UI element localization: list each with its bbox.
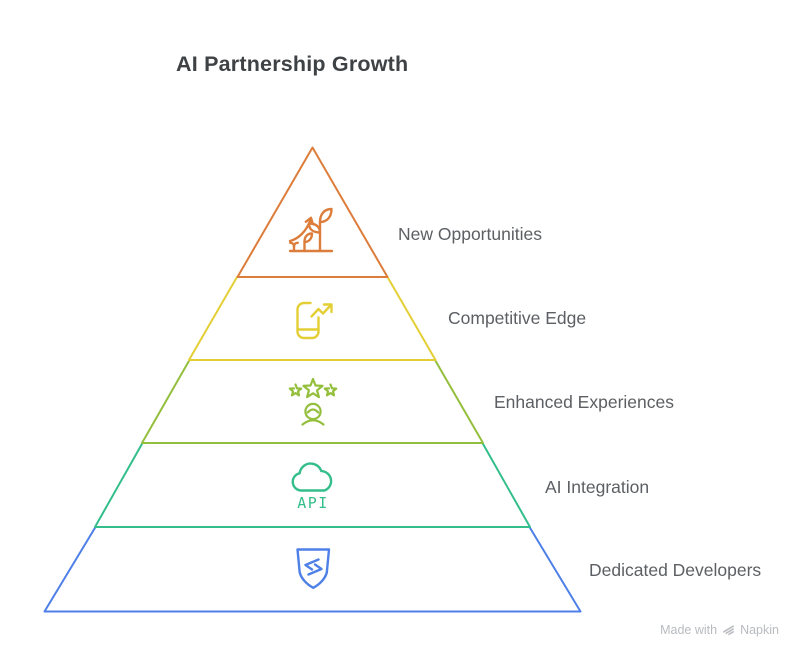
pyramid-level-2-shape — [188, 276, 437, 361]
code-shield-icon — [296, 548, 331, 589]
customer-stars-icon — [288, 377, 338, 426]
level-label-new-opportunities: New Opportunities — [398, 224, 542, 244]
page-title: AI Partnership Growth — [176, 52, 409, 76]
level-label-enhanced-experiences: Enhanced Experiences — [494, 392, 674, 412]
pyramid-level-3-shape — [141, 359, 484, 444]
level-label-dedicated-developers: Dedicated Developers — [589, 560, 762, 580]
pyramid-level-1-shape — [236, 146, 389, 278]
phone-trend-icon — [296, 301, 333, 340]
napkin-logo-icon — [723, 625, 735, 636]
level-label-ai-integration: AI Integration — [545, 477, 650, 497]
cloud-api-icon: API — [291, 462, 333, 512]
made-with-napkin-watermark[interactable]: Made with Napkin — [660, 622, 779, 637]
api-label: API — [297, 494, 329, 512]
pyramid-level-4-shape — [94, 442, 531, 528]
growth-plant-icon — [288, 207, 334, 253]
watermark-brand: Napkin — [740, 622, 779, 637]
watermark-prefix: Made with — [660, 622, 718, 637]
level-label-competitive-edge: Competitive Edge — [448, 308, 587, 328]
